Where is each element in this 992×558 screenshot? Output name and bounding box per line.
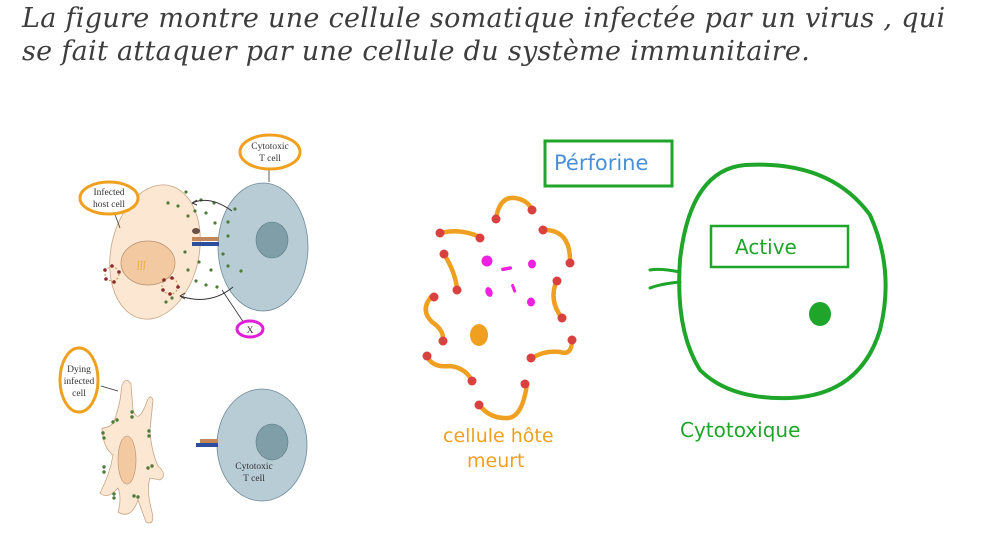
cytotoxic-caption: Cytotoxique: [680, 418, 800, 442]
infected-host-cell-callout: [78, 180, 140, 216]
perforin-granules: [164, 190, 243, 304]
question-line-2: se fait attaquer par une cellule du syst…: [22, 36, 811, 67]
label-host-cell: host cell: [93, 200, 125, 210]
question-line-1: La figure montre une cellule somatique i…: [22, 3, 946, 34]
question-text: La figure montre une cellule somatique i…: [22, 2, 982, 68]
x-callout: [235, 319, 265, 339]
top-panel: ʃʃʃ Cytotoxic: [78, 133, 309, 339]
cytotoxic-cell-drawing: Active Cytotoxique: [648, 162, 888, 442]
viral-dna-icon: ʃʃʃ: [136, 261, 147, 271]
dying-cell-caption-line1: cellule hôte: [443, 425, 554, 447]
label-cell: cell: [72, 389, 86, 399]
label-infected: Infected: [93, 187, 124, 198]
host-nucleus: [120, 240, 176, 286]
perforine-label: Pérforine: [554, 151, 648, 175]
cytotoxic-nucleus: [809, 302, 831, 326]
label-x: X: [247, 326, 254, 336]
dying-cell-dots: [422, 205, 577, 410]
label-dying: Dying: [67, 365, 91, 375]
label-t-cell-2: T cell: [243, 474, 265, 484]
bottom-panel: Dying infected cell Cytotoxic T cell: [58, 346, 308, 524]
label-t-cell: T cell: [259, 154, 281, 164]
dying-cell-nucleus: [470, 324, 488, 346]
t-cell-nucleus: [255, 221, 289, 259]
perforine-box: Pérforine: [543, 139, 674, 188]
dying-cell-caption-line2: meurt: [467, 450, 525, 472]
viral-antigens: [103, 264, 180, 296]
fragmented-dna: [481, 255, 536, 307]
cytotoxic-t-cell-callout: [238, 133, 302, 171]
dying-host-cell-drawing: [423, 195, 575, 421]
label-infected-2: infected: [64, 376, 95, 387]
label-cytotoxic-2: Cytotoxic: [235, 462, 272, 472]
active-label: Active: [735, 235, 797, 259]
label-cytotoxic: Cytotoxic: [251, 142, 288, 152]
dying-cell-callout: [58, 346, 100, 414]
